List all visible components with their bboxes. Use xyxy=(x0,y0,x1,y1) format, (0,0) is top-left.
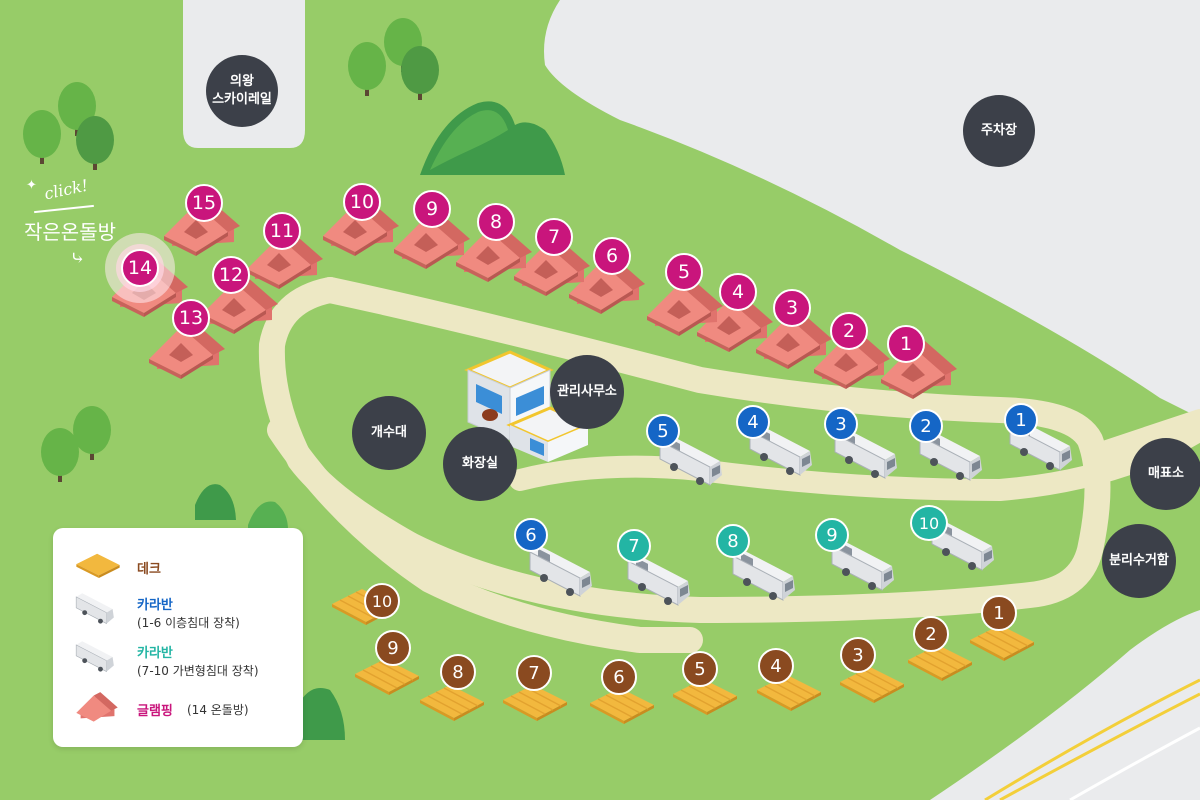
legend-caravan-b-label: 카라반 xyxy=(137,646,173,661)
deck-icon xyxy=(76,553,120,578)
glamping-tent-icon xyxy=(76,692,118,722)
caravan-1-pin[interactable]: 1 xyxy=(1004,403,1038,437)
recycling-area[interactable]: 분리수거함 xyxy=(1102,524,1176,598)
glamping-6-pin[interactable]: 6 xyxy=(593,237,631,275)
map-legend: 데크 카라반 (1-6 이층침대 장착) 카라반 (7-10 가변형침대 장 xyxy=(53,528,303,747)
glamping-12-pin[interactable]: 12 xyxy=(212,256,250,294)
management-office[interactable]: 관리사무소 xyxy=(550,355,624,429)
click-hint-room-label: 작은온돌방 xyxy=(24,220,116,244)
glamping-10-pin[interactable]: 10 xyxy=(343,183,381,221)
glamping-4-pin[interactable]: 4 xyxy=(719,273,757,311)
glamping-14-pin[interactable]: 14 xyxy=(121,249,159,287)
caravan-icon xyxy=(75,593,114,625)
glamping-8-pin[interactable]: 8 xyxy=(477,203,515,241)
legend-caravan-a: 카라반 (1-6 이층침대 장착) xyxy=(53,592,303,632)
glamping-7-pin[interactable]: 7 xyxy=(535,218,573,256)
legend-deck-label: 데크 xyxy=(137,562,161,577)
caravan-5-pin[interactable]: 5 xyxy=(646,414,680,448)
click-hint-star-icon: ✦ xyxy=(26,178,37,193)
legend-caravan-b: 카라반 (7-10 가변형침대 장착) xyxy=(53,640,303,680)
caravan-7-pin[interactable]: 7 xyxy=(617,529,651,563)
caravan-9-pin[interactable]: 9 xyxy=(815,518,849,552)
caravan-8-pin[interactable]: 8 xyxy=(716,524,750,558)
deck-7-pin[interactable]: 7 xyxy=(516,655,552,691)
caravan-2-pin[interactable]: 2 xyxy=(909,409,943,443)
office-building xyxy=(464,350,592,462)
legend-glamping-note: (14 온돌방) xyxy=(187,703,249,717)
deck-6-pin[interactable]: 6 xyxy=(601,659,637,695)
caravan-icon xyxy=(75,641,114,673)
glamping-15-pin[interactable]: 15 xyxy=(185,184,223,222)
legend-glamping-label: 글램핑 xyxy=(137,704,173,719)
glamping-5-pin[interactable]: 5 xyxy=(665,253,703,291)
deck-9-pin[interactable]: 9 xyxy=(375,630,411,666)
legend-deck: 데크 xyxy=(53,548,303,588)
ticket-office[interactable]: 매표소 xyxy=(1130,438,1200,510)
legend-caravan-a-note: (1-6 이층침대 장착) xyxy=(137,616,240,630)
glamping-13-pin[interactable]: 13 xyxy=(172,299,210,337)
deck-1-pin[interactable]: 1 xyxy=(981,595,1017,631)
glamping-11-pin[interactable]: 11 xyxy=(263,212,301,250)
glamping-9-pin[interactable]: 9 xyxy=(413,190,451,228)
restroom[interactable]: 화장실 xyxy=(443,427,517,501)
deck-3-pin[interactable]: 3 xyxy=(840,637,876,673)
glamping-2-pin[interactable]: 2 xyxy=(830,312,868,350)
legend-caravan-a-label: 카라반 xyxy=(137,598,173,613)
deck-8-pin[interactable]: 8 xyxy=(440,654,476,690)
caravan-3-pin[interactable]: 3 xyxy=(824,407,858,441)
deck-2-pin[interactable]: 2 xyxy=(913,616,949,652)
caravan-10-pin[interactable]: 10 xyxy=(910,505,948,541)
glamping-3-pin[interactable]: 3 xyxy=(773,289,811,327)
deck-5-pin[interactable]: 5 xyxy=(682,651,718,687)
washing-station[interactable]: 개수대 xyxy=(352,396,426,470)
legend-glamping: 글램핑 (14 온돌방) xyxy=(53,690,303,730)
caravan-6-pin[interactable]: 6 xyxy=(514,518,548,552)
skyrail-station[interactable]: 의왕 스카이레일 xyxy=(206,55,278,127)
deck-4-pin[interactable]: 4 xyxy=(758,648,794,684)
curved-arrow-icon: ⤷ xyxy=(70,248,86,269)
legend-caravan-b-note: (7-10 가변형침대 장착) xyxy=(137,664,259,678)
deck-10-pin[interactable]: 10 xyxy=(364,583,400,619)
glamping-1-pin[interactable]: 1 xyxy=(887,325,925,363)
parking-lot[interactable]: 주차장 xyxy=(963,95,1035,167)
caravan-4-pin[interactable]: 4 xyxy=(736,405,770,439)
